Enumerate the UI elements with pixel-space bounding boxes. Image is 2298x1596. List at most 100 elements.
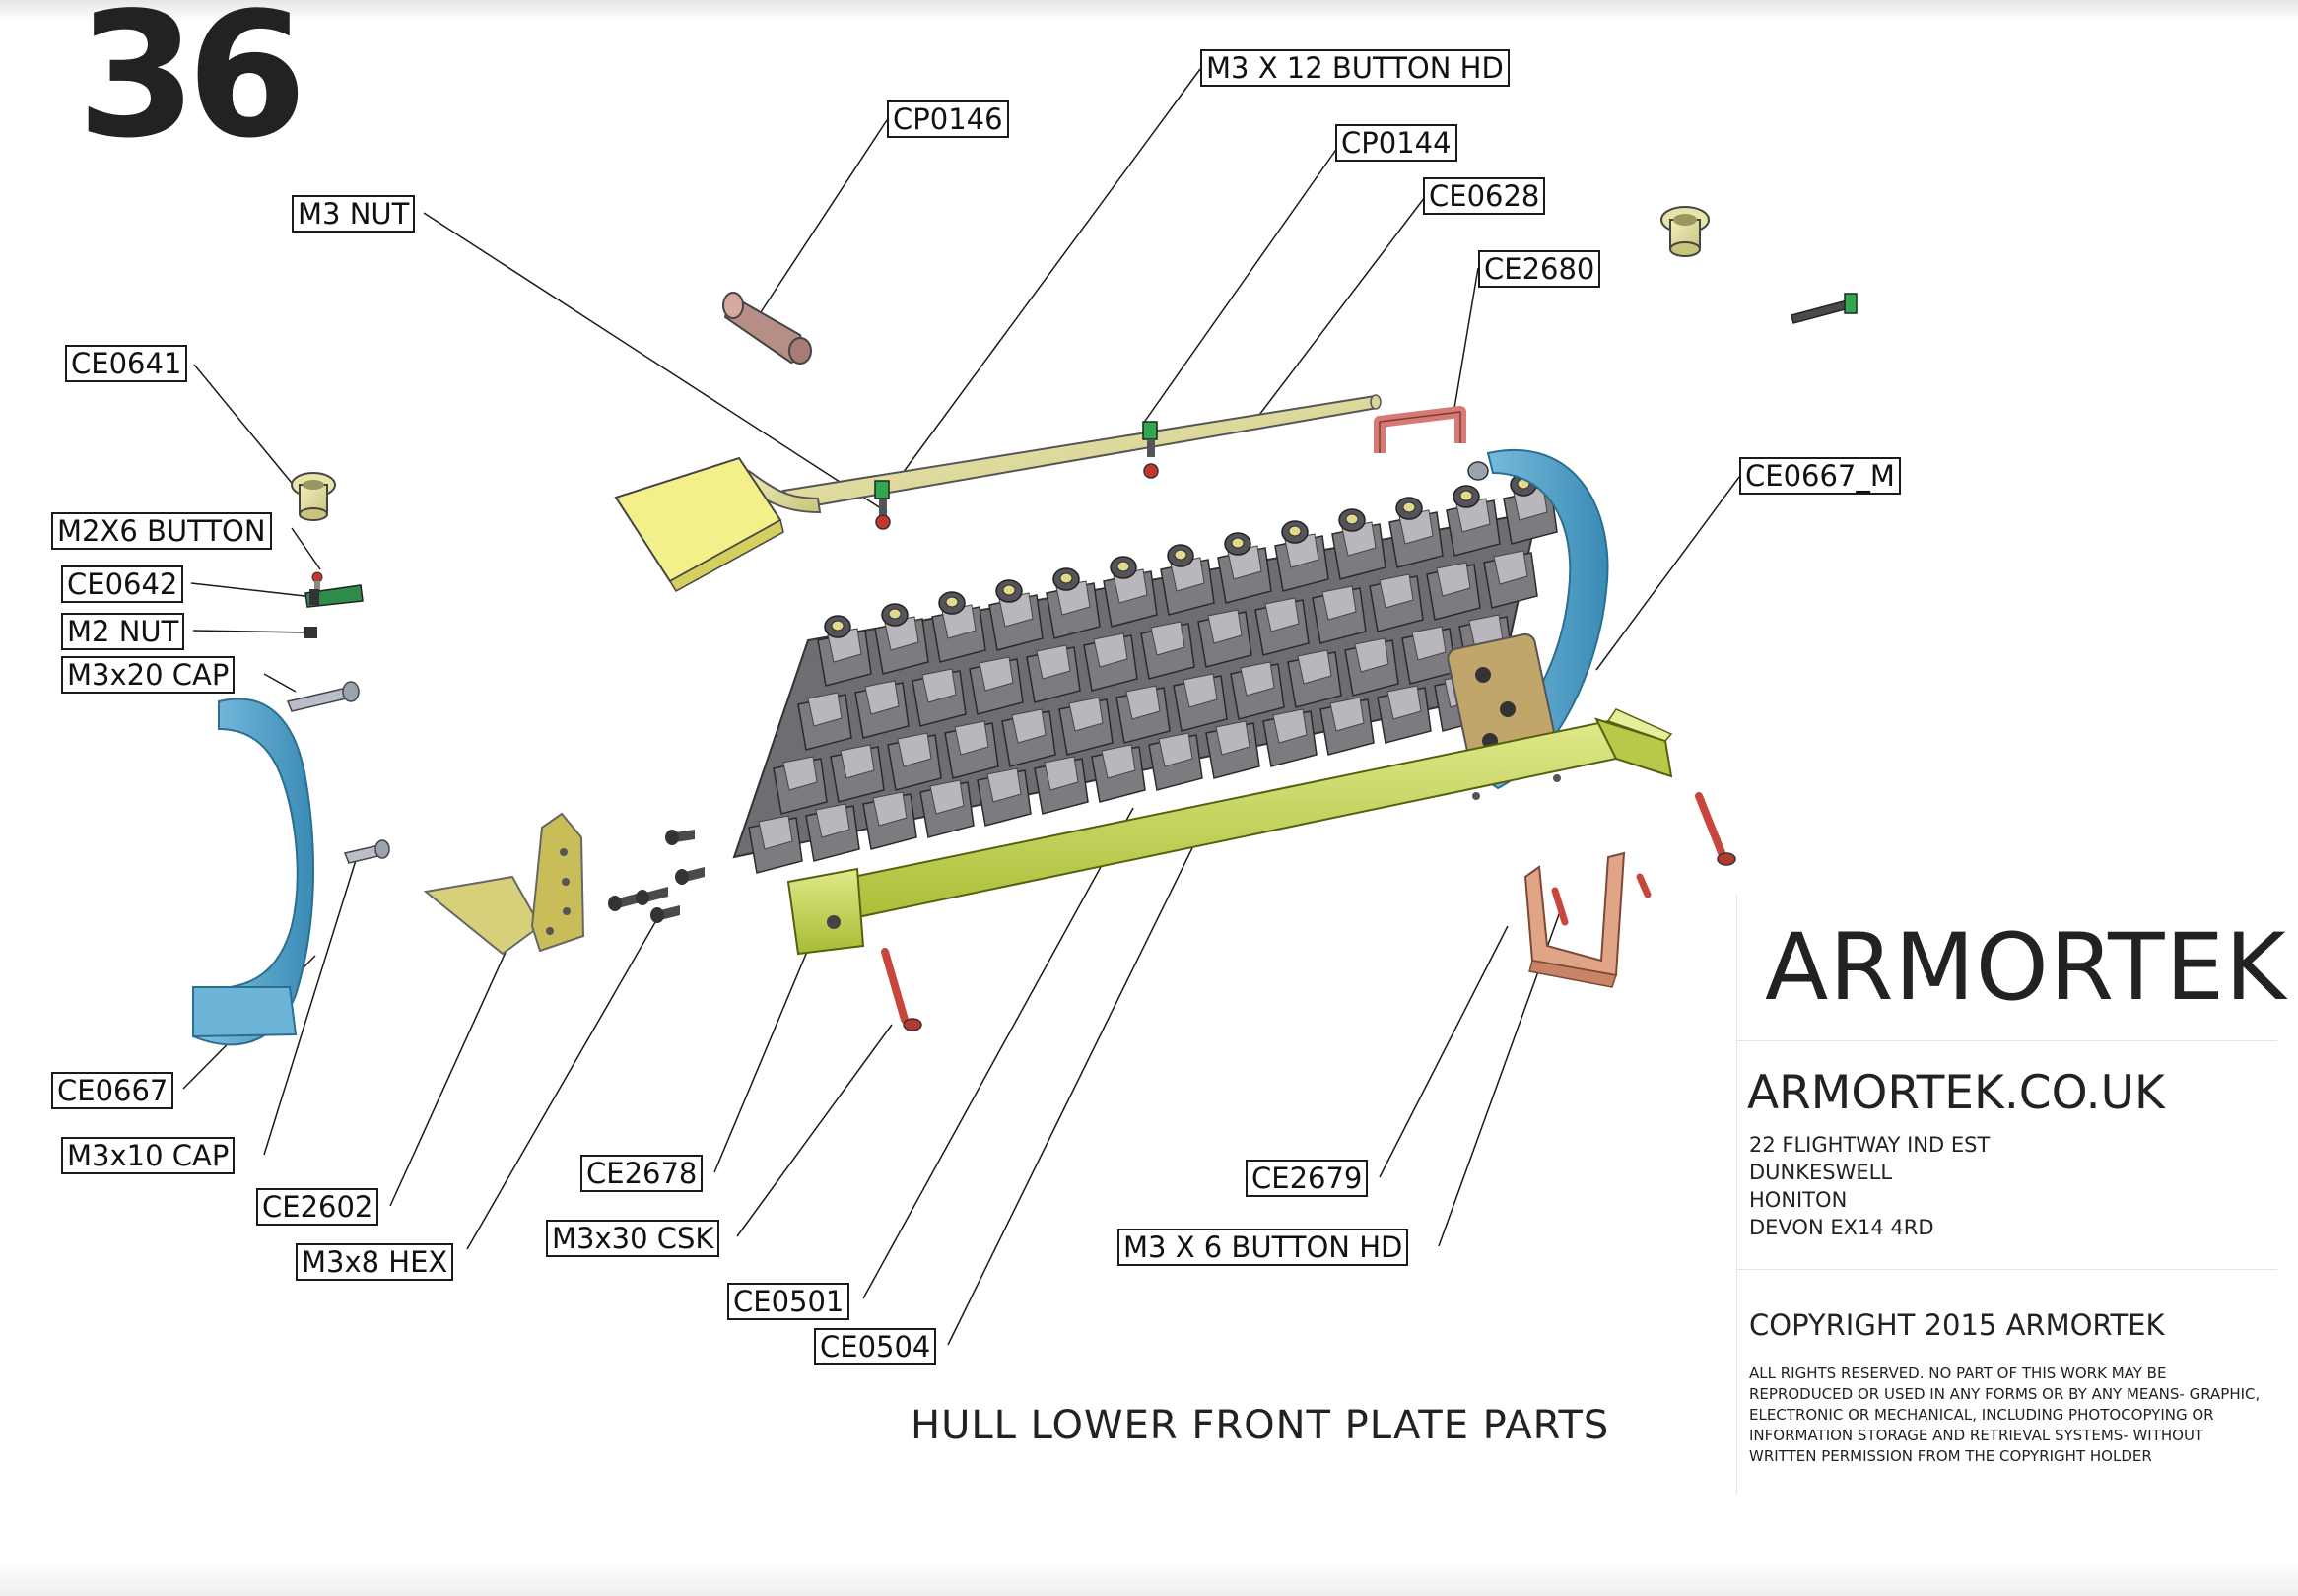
brand-website: ARMORTEK.CO.UK bbox=[1747, 1066, 2165, 1120]
track-link bbox=[1262, 708, 1318, 767]
page-number: 36 bbox=[77, 0, 307, 176]
track-link bbox=[1173, 673, 1228, 732]
track-link bbox=[854, 680, 910, 739]
track-links bbox=[732, 473, 1558, 874]
callout-m2-nut: M2 NUT bbox=[61, 613, 185, 650]
track-link bbox=[912, 668, 967, 727]
track-link bbox=[797, 692, 852, 751]
small-bolt-top-right bbox=[1791, 293, 1858, 324]
bushing-top-right bbox=[1660, 206, 1710, 257]
bushing-ce0641 bbox=[291, 472, 336, 521]
track-link bbox=[969, 656, 1024, 715]
callout-m3x30-csk: M3x30 CSK bbox=[546, 1220, 720, 1257]
copyright-notice: COPYRIGHT 2015 ARMORTEK bbox=[1749, 1308, 2165, 1342]
callout-ce0667-m: CE0667_M bbox=[1739, 457, 1901, 495]
track-link bbox=[1046, 567, 1101, 639]
track-link bbox=[817, 615, 872, 687]
track-link bbox=[1091, 744, 1146, 803]
address-line-3: HONITON bbox=[1749, 1188, 1848, 1212]
track-link bbox=[1377, 685, 1432, 744]
track-link bbox=[919, 779, 975, 838]
track-link bbox=[1274, 520, 1329, 592]
sheet-title: HULL LOWER FRONT PLATE PARTS bbox=[911, 1403, 1610, 1448]
callout-cp0146: CP0146 bbox=[887, 100, 1009, 138]
track-link bbox=[1034, 756, 1089, 815]
angle-plate-ce2602 bbox=[423, 812, 585, 956]
callout-m3-nut: M3 NUT bbox=[292, 195, 416, 233]
track-link bbox=[1369, 573, 1424, 632]
callout-cp0144: CP0144 bbox=[1335, 124, 1457, 162]
callout-ce2680: CE2680 bbox=[1478, 250, 1601, 288]
track-link bbox=[887, 732, 942, 791]
u-bracket-ce2679 bbox=[1523, 851, 1626, 988]
pin-part bbox=[722, 292, 812, 365]
track-link bbox=[1205, 720, 1260, 779]
callout-ce0628: CE0628 bbox=[1423, 177, 1546, 215]
track-link bbox=[1446, 485, 1501, 557]
m2-nut bbox=[304, 627, 317, 638]
title-block-divider bbox=[1737, 1269, 2277, 1270]
track-link bbox=[988, 579, 1044, 651]
track-link bbox=[1426, 562, 1481, 621]
track-link bbox=[931, 591, 986, 663]
track-link bbox=[1197, 609, 1252, 668]
callout-ce0667: CE0667 bbox=[51, 1072, 174, 1109]
frame-ce2678 bbox=[786, 708, 1673, 956]
track-link bbox=[1483, 550, 1538, 609]
track-link bbox=[1319, 697, 1375, 756]
callout-m2x6-button: M2X6 BUTTON bbox=[51, 512, 272, 550]
track-link bbox=[1083, 632, 1138, 692]
callout-m3x8-hex: M3x8 HEX bbox=[296, 1243, 454, 1281]
callout-m3x10-cap: M3x10 CAP bbox=[61, 1137, 236, 1174]
callout-m3x6-button-hd: M3 X 6 BUTTON HD bbox=[1117, 1229, 1409, 1266]
curved-bracket-ce0667 bbox=[192, 698, 314, 1046]
m3x20-cap-screw bbox=[286, 681, 360, 712]
track-link bbox=[1230, 661, 1285, 720]
track-link bbox=[1001, 708, 1056, 767]
track-link bbox=[773, 756, 828, 815]
track-link bbox=[1026, 644, 1081, 703]
track-link bbox=[1160, 544, 1215, 616]
m2x6-button-screw bbox=[311, 571, 323, 591]
track-link bbox=[1058, 697, 1114, 756]
track-link bbox=[977, 767, 1032, 827]
rights-statement: ALL RIGHTS RESERVED. NO PART OF THIS WOR… bbox=[1749, 1364, 2261, 1465]
track-link bbox=[1331, 508, 1386, 580]
track-link bbox=[1115, 685, 1171, 744]
track-link bbox=[830, 744, 885, 803]
m3x8-hex-screws bbox=[608, 830, 705, 923]
callout-ce0642: CE0642 bbox=[61, 565, 184, 603]
track-link bbox=[1217, 532, 1272, 604]
track-link bbox=[1344, 637, 1399, 697]
callout-ce0504: CE0504 bbox=[814, 1328, 937, 1365]
brand-logo-text: ARMORTEK bbox=[1765, 914, 2287, 1022]
track-link bbox=[874, 603, 929, 675]
title-block-divider bbox=[1737, 1040, 2277, 1041]
track-link bbox=[1287, 649, 1342, 708]
track-link bbox=[1312, 585, 1367, 644]
callout-m3x20-cap: M3x20 CAP bbox=[61, 656, 236, 694]
track-link bbox=[748, 815, 803, 874]
m3x10-cap-screw bbox=[343, 839, 390, 864]
address-line-1: 22 FLIGHTWAY IND EST bbox=[1749, 1133, 1991, 1157]
track-link bbox=[1148, 732, 1203, 791]
callout-m3x12-button-hd: M3 X 12 BUTTON HD bbox=[1200, 49, 1510, 87]
grab-handle-ce2680 bbox=[1374, 406, 1466, 453]
track-link bbox=[805, 803, 860, 862]
red-bolts bbox=[881, 792, 1736, 1031]
track-link bbox=[862, 791, 917, 850]
shovel-assembly bbox=[614, 394, 1382, 593]
callout-ce0641: CE0641 bbox=[65, 345, 188, 382]
track-link bbox=[944, 720, 999, 779]
callout-ce2679: CE2679 bbox=[1246, 1160, 1369, 1197]
track-link bbox=[1254, 597, 1310, 656]
plate-ce0642 bbox=[304, 584, 364, 608]
title-block: ARMORTEK ARMORTEK.CO.UK 22 FLIGHTWAY IND… bbox=[1736, 895, 2286, 1496]
callout-ce2678: CE2678 bbox=[580, 1155, 704, 1192]
address-line-4: DEVON EX14 4RD bbox=[1749, 1216, 1934, 1239]
track-link bbox=[1103, 556, 1158, 628]
track-link bbox=[1388, 497, 1444, 568]
track-link bbox=[1140, 621, 1195, 680]
